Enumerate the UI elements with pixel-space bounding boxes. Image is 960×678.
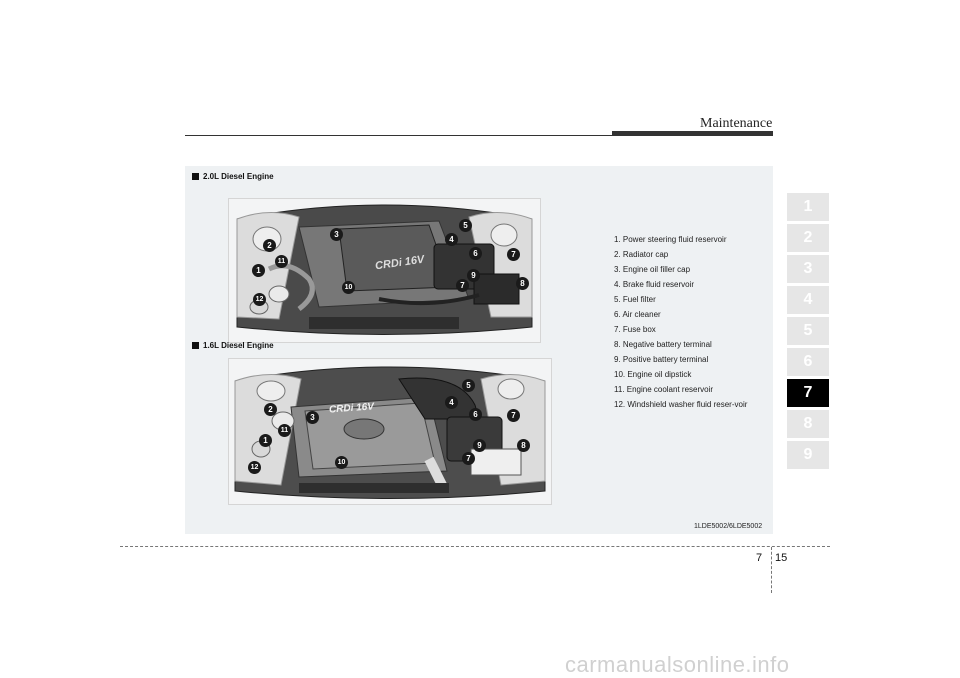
callout-2: 2 bbox=[263, 239, 276, 252]
callout-8: 8 bbox=[517, 439, 530, 452]
legend-item: 6. Air cleaner bbox=[614, 310, 661, 319]
callout-10: 10 bbox=[335, 456, 348, 469]
callout-6: 6 bbox=[469, 247, 482, 260]
square-bullet-icon bbox=[192, 173, 199, 180]
callout-3: 3 bbox=[306, 411, 319, 424]
engine-photo-1-6: CRDi 16V bbox=[228, 358, 552, 505]
legend-item: 3. Engine oil filler cap bbox=[614, 265, 691, 274]
chapter-tabs: 1 2 3 4 5 6 7 8 9 bbox=[787, 193, 829, 472]
figure-caption: 1LDE5002/6LDE5002 bbox=[694, 523, 763, 530]
legend-item: 12. Windshield washer fluid reser-voir bbox=[614, 400, 748, 409]
watermark: carmanualsonline.info bbox=[565, 652, 790, 677]
legend-item: 5. Fuel filter bbox=[614, 295, 656, 304]
callout-2: 2 bbox=[264, 403, 277, 416]
callout-8: 8 bbox=[516, 277, 529, 290]
legend-item: 2. Radiator cap bbox=[614, 250, 669, 259]
callout-7b: 7 bbox=[462, 452, 475, 465]
chapter-tab-4[interactable]: 4 bbox=[787, 286, 829, 314]
header-rule-accent bbox=[612, 131, 773, 136]
callout-9: 9 bbox=[473, 439, 486, 452]
component-legend: 1. Power steering fluid reservoir 2. Rad… bbox=[614, 232, 764, 423]
chapter-tab-3[interactable]: 3 bbox=[787, 255, 829, 283]
section-label-2-0: 2.0L Diesel Engine bbox=[192, 172, 274, 181]
legend-item: 10. Engine oil dipstick bbox=[614, 370, 692, 379]
callout-6: 6 bbox=[469, 408, 482, 421]
footer-divider bbox=[771, 547, 772, 593]
chapter-tab-6[interactable]: 6 bbox=[787, 348, 829, 376]
square-bullet-icon bbox=[192, 342, 199, 349]
chapter-tab-5[interactable]: 5 bbox=[787, 317, 829, 345]
page-number: 15 bbox=[775, 552, 788, 564]
legend-item: 9. Positive battery terminal bbox=[614, 355, 709, 364]
page-chapter-number: 7 bbox=[756, 552, 763, 564]
callout-5: 5 bbox=[462, 379, 475, 392]
callout-4: 4 bbox=[445, 396, 458, 409]
legend-item: 8. Negative battery terminal bbox=[614, 340, 712, 349]
footer-rule bbox=[120, 546, 830, 547]
callout-4: 4 bbox=[445, 233, 458, 246]
legend-item: 7. Fuse box bbox=[614, 325, 656, 334]
page-section-title: Maintenance bbox=[700, 116, 773, 131]
callout-7b: 7 bbox=[456, 279, 469, 292]
callout-7a: 7 bbox=[507, 248, 520, 261]
callout-10: 10 bbox=[342, 281, 355, 294]
chapter-tab-2[interactable]: 2 bbox=[787, 224, 829, 252]
chapter-tab-7[interactable]: 7 bbox=[787, 379, 829, 407]
chapter-tab-8[interactable]: 8 bbox=[787, 410, 829, 438]
engine-photo-2-0: CRDi 16V bbox=[228, 198, 541, 343]
chapter-tab-9[interactable]: 9 bbox=[787, 441, 829, 469]
callout-12: 12 bbox=[248, 461, 261, 474]
section-label-text: 2.0L Diesel Engine bbox=[203, 172, 274, 181]
callout-7a: 7 bbox=[507, 409, 520, 422]
section-label-1-6: 1.6L Diesel Engine bbox=[192, 341, 274, 350]
legend-item: 1. Power steering fluid reservoir bbox=[614, 235, 727, 244]
callout-12: 12 bbox=[253, 293, 266, 306]
callout-1: 1 bbox=[259, 434, 272, 447]
header-rule bbox=[185, 135, 773, 136]
chapter-tab-1[interactable]: 1 bbox=[787, 193, 829, 221]
legend-item: 4. Brake fluid reservoir bbox=[614, 280, 695, 289]
callout-1: 1 bbox=[252, 264, 265, 277]
callout-3: 3 bbox=[330, 228, 343, 241]
callout-11: 11 bbox=[275, 255, 288, 268]
section-label-text: 1.6L Diesel Engine bbox=[203, 341, 274, 350]
callout-5: 5 bbox=[459, 219, 472, 232]
legend-item: 11. Engine coolant reservoir bbox=[614, 385, 714, 394]
callout-9: 9 bbox=[467, 269, 480, 282]
callout-11: 11 bbox=[278, 424, 291, 437]
